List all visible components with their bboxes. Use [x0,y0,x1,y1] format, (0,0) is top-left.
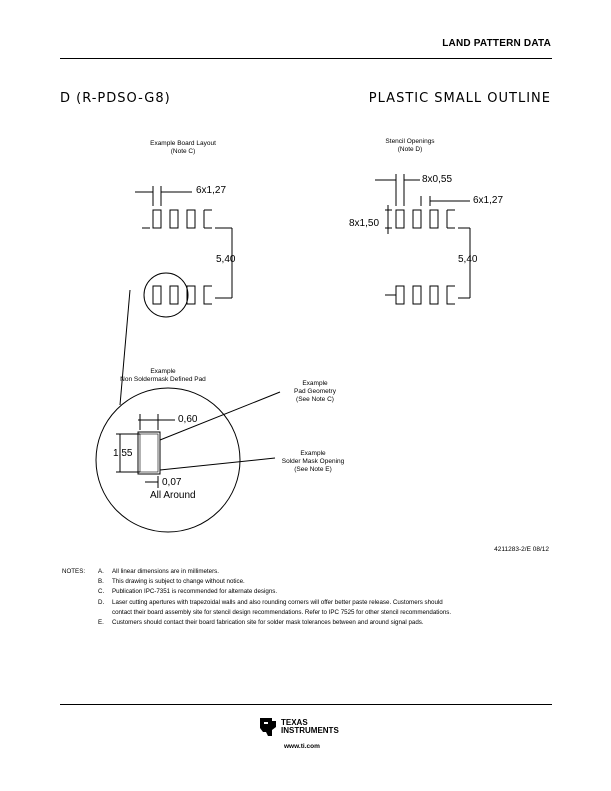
stencil-pitch-dim: 6x1,27 [473,195,504,206]
stencil-label: Stencil Openings (Note D) [385,138,435,153]
note-row: NOTES: A. All linear dimensions are in m… [62,567,562,577]
board-span-dim: 5,40 [216,254,236,265]
note-row: contact their board assembly site for st… [112,608,452,616]
note-row: E. Customers should contact their board … [98,619,424,627]
ti-logo: TEXAS INSTRUMENTS [258,716,358,738]
ti-logo-icon [260,718,276,736]
stencil-top-pads [395,209,455,229]
brand-line2: INSTRUMENTS [281,726,339,735]
note-row: D. Laser cutting apertures with trapezoi… [98,598,443,606]
detail-circle [95,387,241,533]
stencil-width-dim: 8x0,55 [422,174,453,185]
header-rule [60,58,552,59]
pad-height-dim: 1,55 [113,448,133,459]
board-bottom-pads [152,285,212,305]
notes-block: NOTES: A. All linear dimensions are in m… [62,567,562,628]
stencil-span-dim: 5,40 [458,254,478,265]
package-type: PLASTIC SMALL OUTLINE [368,91,551,106]
brand-line1: TEXAS [281,718,308,727]
section-title: LAND PATTERN DATA [442,38,551,49]
stencil-height-dim: 8x1,50 [349,218,380,229]
board-layout-label: Example Board Layout (Note C) [150,140,216,155]
doc-number: 4211283-2/E 08/12 [494,546,549,553]
clearance-dim: 0,07 [162,477,182,488]
notes-heading: NOTES: [62,568,86,575]
board-top-pads [152,209,212,229]
note-row: C. Publication IPC-7351 is recommended f… [98,588,278,596]
footer-url[interactable]: www.ti.com [284,743,320,750]
around-label: All Around [150,490,196,501]
pad-geometry-label: Example Pad Geometry (See Note C) [294,380,336,403]
pad-width-dim: 0,60 [178,414,198,425]
board-pitch-dim: 6x1,27 [196,185,227,196]
note-row: B. This drawing is subject to change wit… [98,578,245,586]
footer-rule [60,704,552,705]
solder-mask-label: Example Solder Mask Opening (See Note E) [281,450,345,473]
stencil-bottom-pads [395,285,455,305]
detail-label: Example Non Soldermask Defined Pad [120,368,206,383]
package-designator: D (R-PDSO-G8) [60,91,171,106]
